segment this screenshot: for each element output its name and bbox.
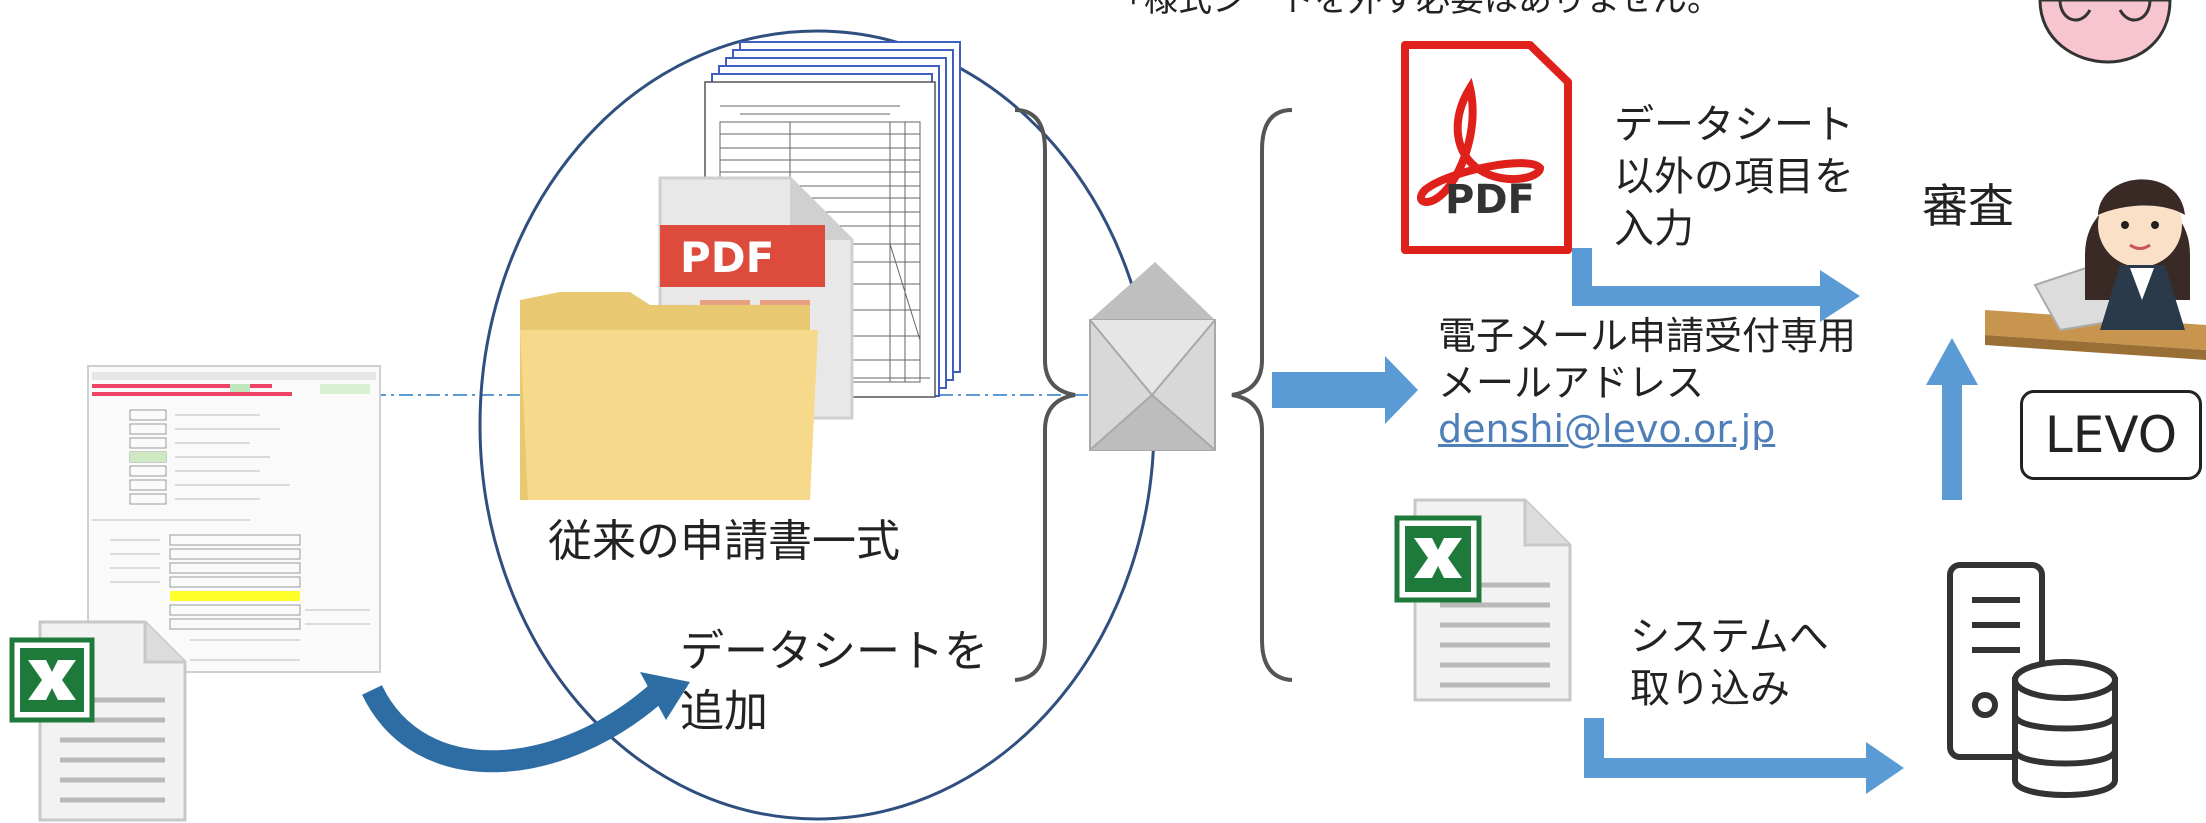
top-note: 「様式シートを外す必要はありません。 — [1110, 0, 1721, 20]
review-label: 審査 — [1922, 179, 2014, 233]
add-datasheet-line2: 追加 — [680, 686, 768, 737]
curve-arrow-head — [640, 672, 690, 720]
server-database-icon — [1947, 562, 2118, 798]
pdf-note-line2: 以外の項目を — [1614, 154, 1854, 200]
email-address-link[interactable]: denshi@levo.or.jp — [1438, 407, 1776, 451]
svg-text:PDF: PDF — [680, 233, 774, 282]
system-note-line1: システムへ — [1630, 614, 1829, 660]
pdf-to-review-arrow — [1572, 248, 1860, 322]
excel-file-icon-right — [1394, 498, 1572, 702]
envelope-icon — [1089, 262, 1216, 451]
partial-illustration-top-right — [2038, 0, 2172, 64]
levo-label-box: LEVO — [2020, 390, 2202, 480]
acrobat-pdf-icon — [1401, 41, 1572, 254]
right-brace — [1231, 108, 1293, 682]
traditional-application-label: 従来の申請書一式 — [548, 516, 900, 567]
add-datasheet-line1: データシートを — [680, 626, 988, 677]
reviewer-person-illustration — [1985, 179, 2206, 360]
pdf-icon-label: PDF — [1445, 177, 1535, 223]
left-brace — [1014, 108, 1076, 682]
email-line1: 電子メール申請受付専用 — [1438, 314, 1857, 358]
folder-icon — [520, 292, 818, 500]
levo-label: LEVO — [2044, 406, 2178, 464]
levo-up-arrow — [1926, 338, 1978, 500]
email-arrow — [1272, 356, 1418, 424]
pdf-note-line3: 入力 — [1614, 206, 1694, 252]
excel-file-icon — [9, 620, 187, 822]
system-note-line2: 取り込み — [1630, 666, 1790, 712]
email-line2: メールアドレス — [1438, 361, 1705, 405]
pdf-note-line1: データシート — [1614, 102, 1854, 148]
excel-to-system-arrow — [1584, 718, 1904, 794]
curve-arrow-shaft — [362, 681, 668, 773]
